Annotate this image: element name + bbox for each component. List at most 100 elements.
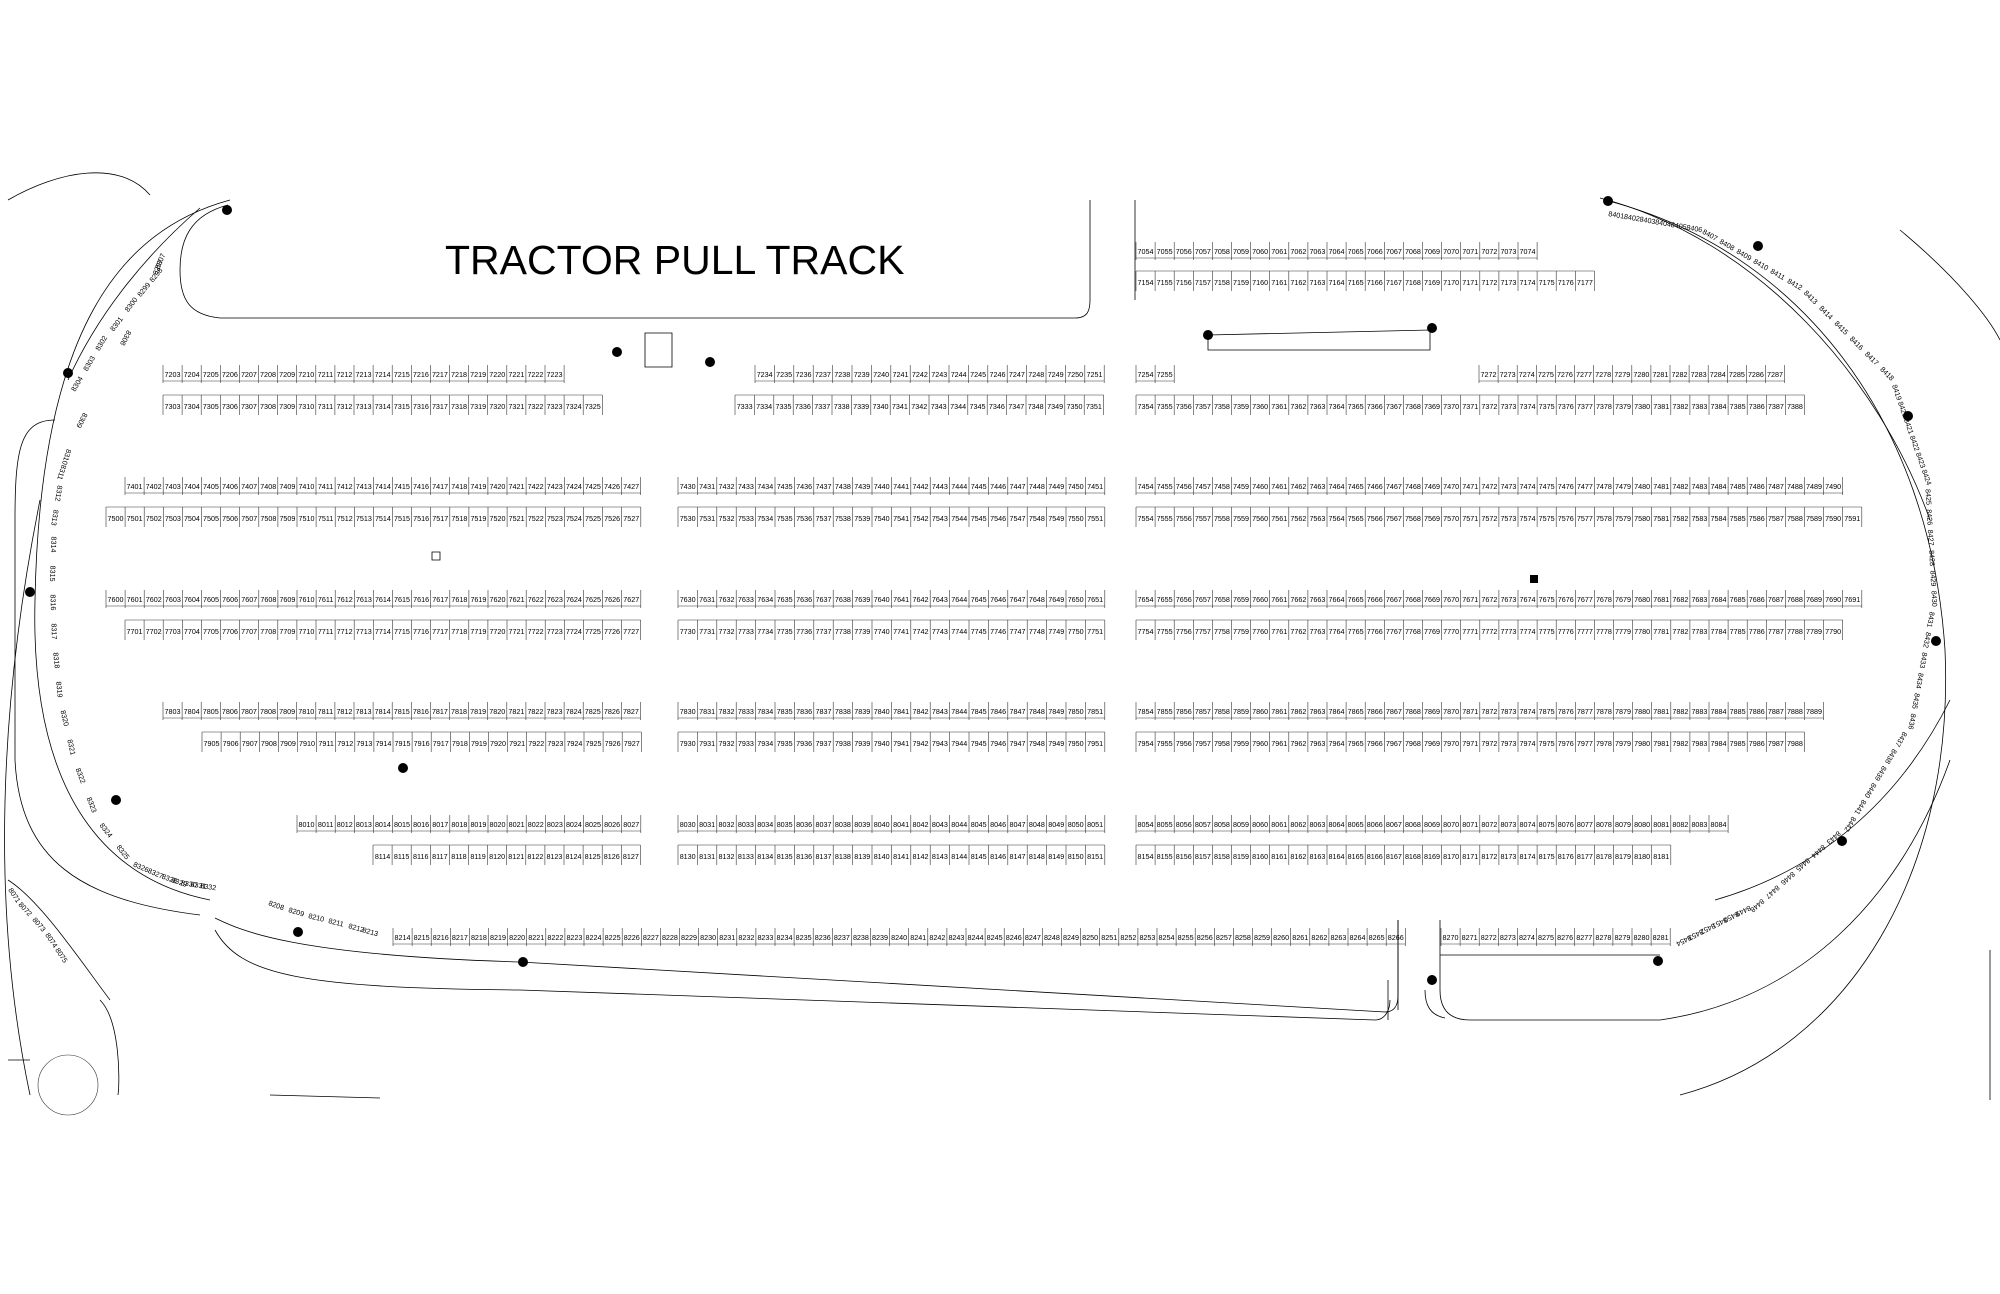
lot-number[interactable]: 8454 — [1675, 933, 1693, 948]
lot-number[interactable]: 8446 — [1779, 870, 1797, 887]
lot-number[interactable]: 7744 — [951, 627, 967, 636]
lot-number[interactable]: 7867 — [1386, 707, 1402, 716]
lot-number[interactable]: 7454 — [1138, 482, 1154, 491]
lot-number[interactable]: 8034 — [757, 820, 773, 829]
lot-number[interactable]: 7758 — [1214, 627, 1230, 636]
lot-number[interactable]: 8405 — [1670, 220, 1687, 232]
lot-number[interactable]: 7442 — [913, 482, 929, 491]
lot-number[interactable]: 7618 — [451, 595, 467, 604]
lot-number[interactable]: 7589 — [1806, 514, 1822, 523]
lot-number[interactable]: 7069 — [1424, 247, 1440, 256]
lot-number[interactable]: 7154 — [1138, 278, 1154, 287]
lot-number[interactable]: 7765 — [1348, 627, 1364, 636]
lot-number[interactable]: 8050 — [1068, 820, 1084, 829]
lot-number[interactable]: 8173 — [1500, 852, 1516, 861]
lot-number[interactable]: 8220 — [509, 933, 525, 942]
lot-number[interactable]: 7209 — [279, 370, 295, 379]
lot-number[interactable]: 7575 — [1539, 514, 1555, 523]
lot-number[interactable]: 8072 — [17, 900, 34, 918]
lot-number[interactable]: 7780 — [1634, 627, 1650, 636]
lot-number[interactable]: 7587 — [1768, 514, 1784, 523]
lot-number[interactable]: 7788 — [1787, 627, 1803, 636]
lot-number[interactable]: 7255 — [1157, 370, 1173, 379]
lot-number[interactable]: 7537 — [816, 514, 832, 523]
lot-number[interactable]: 7651 — [1087, 595, 1103, 604]
lot-number[interactable]: 7578 — [1596, 514, 1612, 523]
lot-number[interactable]: 7160 — [1252, 278, 1268, 287]
lot-number[interactable]: 7654 — [1138, 595, 1154, 604]
lot-number[interactable]: 7347 — [1008, 402, 1024, 411]
lot-number[interactable]: 7523 — [547, 514, 563, 523]
lot-number[interactable]: 7610 — [299, 595, 315, 604]
lot-number[interactable]: 8309 — [74, 411, 89, 429]
lot-number[interactable]: 7734 — [757, 627, 773, 636]
lot-number[interactable]: 7712 — [337, 627, 353, 636]
lot-number[interactable]: 7947 — [1010, 739, 1026, 748]
lot-number[interactable]: 8136 — [796, 852, 812, 861]
lot-number[interactable]: 7425 — [585, 482, 601, 491]
lot-number[interactable]: 8435 — [1910, 692, 1922, 709]
lot-number[interactable]: 7342 — [911, 402, 927, 411]
lot-number[interactable]: 7822 — [527, 707, 543, 716]
lot-number[interactable]: 8272 — [1481, 933, 1497, 942]
lot-number[interactable]: 8318 — [51, 652, 62, 669]
lot-number[interactable]: 7503 — [165, 514, 181, 523]
lot-number[interactable]: 7815 — [394, 707, 410, 716]
lot-number[interactable]: 7376 — [1558, 402, 1574, 411]
lot-number[interactable]: 7355 — [1157, 402, 1173, 411]
lot-number[interactable]: 8229 — [681, 933, 697, 942]
lot-number[interactable]: 7844 — [951, 707, 967, 716]
lot-number[interactable]: 7675 — [1539, 595, 1555, 604]
lot-number[interactable]: 8175 — [1539, 852, 1555, 861]
lot-number[interactable]: 7756 — [1176, 627, 1192, 636]
lot-number[interactable]: 7600 — [108, 595, 124, 604]
lot-number[interactable]: 8143 — [932, 852, 948, 861]
lot-number[interactable]: 7968 — [1405, 739, 1421, 748]
lot-number[interactable]: 8279 — [1614, 933, 1630, 942]
lot-number[interactable]: 7158 — [1214, 278, 1230, 287]
lot-number[interactable]: 7648 — [1029, 595, 1045, 604]
lot-number[interactable]: 7771 — [1462, 627, 1478, 636]
lot-number[interactable]: 7206 — [222, 370, 238, 379]
lot-number[interactable]: 7738 — [835, 627, 851, 636]
lot-number[interactable]: 7381 — [1653, 402, 1669, 411]
lot-number[interactable]: 8320 — [59, 709, 71, 727]
lot-number[interactable]: 7885 — [1730, 707, 1746, 716]
lot-number[interactable]: 8409 — [1735, 247, 1753, 263]
lot-number[interactable]: 7481 — [1653, 482, 1669, 491]
lot-number[interactable]: 8057 — [1195, 820, 1211, 829]
lot-number[interactable]: 7059 — [1233, 247, 1249, 256]
lot-number[interactable]: 8037 — [816, 820, 832, 829]
lot-number[interactable]: 8159 — [1233, 852, 1249, 861]
lot-number[interactable]: 7823 — [547, 707, 563, 716]
lot-number[interactable]: 7880 — [1634, 707, 1650, 716]
lot-number[interactable]: 7804 — [184, 707, 200, 716]
lot-number[interactable]: 7615 — [394, 595, 410, 604]
lot-number[interactable]: 8022 — [528, 820, 544, 829]
lot-number[interactable]: 7762 — [1290, 627, 1306, 636]
lot-number[interactable]: 8258 — [1235, 933, 1251, 942]
lot-number[interactable]: 7177 — [1577, 278, 1593, 287]
lot-number[interactable]: 7942 — [913, 739, 929, 748]
lot-number[interactable]: 7980 — [1634, 739, 1650, 748]
lot-number[interactable]: 7057 — [1195, 247, 1211, 256]
lot-number[interactable]: 8040 — [874, 820, 890, 829]
lot-number[interactable]: 8273 — [1500, 933, 1516, 942]
lot-number[interactable]: 7704 — [184, 627, 200, 636]
lot-number[interactable]: 8319 — [54, 681, 65, 698]
lot-number[interactable]: 7435 — [777, 482, 793, 491]
lot-number[interactable]: 7559 — [1233, 514, 1249, 523]
lot-number[interactable]: 7240 — [873, 370, 889, 379]
lot-number[interactable]: 7414 — [375, 482, 391, 491]
lot-number[interactable]: 7407 — [241, 482, 257, 491]
lot-number[interactable]: 7361 — [1271, 402, 1287, 411]
lot-number[interactable]: 8137 — [816, 852, 832, 861]
lot-number[interactable]: 7709 — [279, 627, 295, 636]
lot-number[interactable]: 7946 — [990, 739, 1006, 748]
lot-number[interactable]: 7567 — [1386, 514, 1402, 523]
lot-number[interactable]: 7883 — [1691, 707, 1707, 716]
lot-number[interactable]: 7274 — [1519, 370, 1535, 379]
lot-number[interactable]: 7959 — [1233, 739, 1249, 748]
lot-number[interactable]: 7358 — [1214, 402, 1230, 411]
lot-number[interactable]: 7666 — [1367, 595, 1383, 604]
